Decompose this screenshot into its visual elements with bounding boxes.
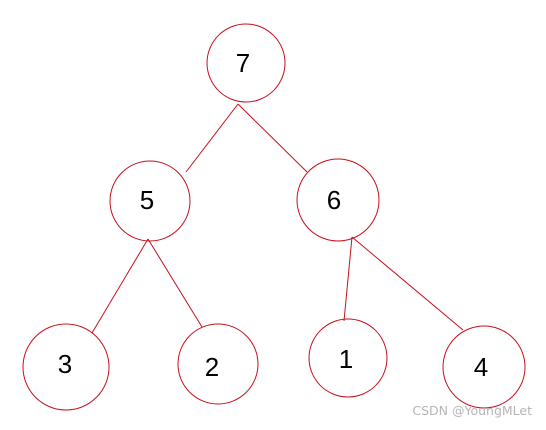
edge-root-right xyxy=(237,103,308,173)
node-circle xyxy=(206,23,286,103)
node-label: 7 xyxy=(236,48,250,78)
edge-left-left-left xyxy=(91,238,149,334)
node-circle xyxy=(296,158,380,242)
edge-right-right-left xyxy=(343,236,353,322)
node-label: 2 xyxy=(205,352,219,382)
tree-node-right: 6 xyxy=(296,158,380,242)
node-label: 4 xyxy=(474,352,488,382)
node-circle xyxy=(308,318,388,398)
tree-node-left-right: 2 xyxy=(177,323,259,405)
tree-node-right-left: 1 xyxy=(308,318,388,398)
edge-right-right-right xyxy=(351,236,464,331)
tree-node-left: 5 xyxy=(109,160,191,242)
tree-node-left-left: 3 xyxy=(22,323,110,411)
node-circle xyxy=(442,325,526,409)
watermark: CSDN @YoungMLet xyxy=(412,403,532,418)
tree-node-root: 7 xyxy=(206,23,286,103)
node-circle xyxy=(22,323,110,411)
node-label: 3 xyxy=(58,349,72,379)
edge-root-left xyxy=(185,103,239,173)
tree-edges xyxy=(91,103,464,334)
node-label: 1 xyxy=(339,344,353,374)
edge-left-left-right xyxy=(147,238,203,328)
tree-node-right-right: 4 xyxy=(442,325,526,409)
node-circle xyxy=(177,323,259,405)
node-label: 5 xyxy=(140,185,154,215)
node-circle xyxy=(109,160,191,242)
node-label: 6 xyxy=(327,185,341,215)
